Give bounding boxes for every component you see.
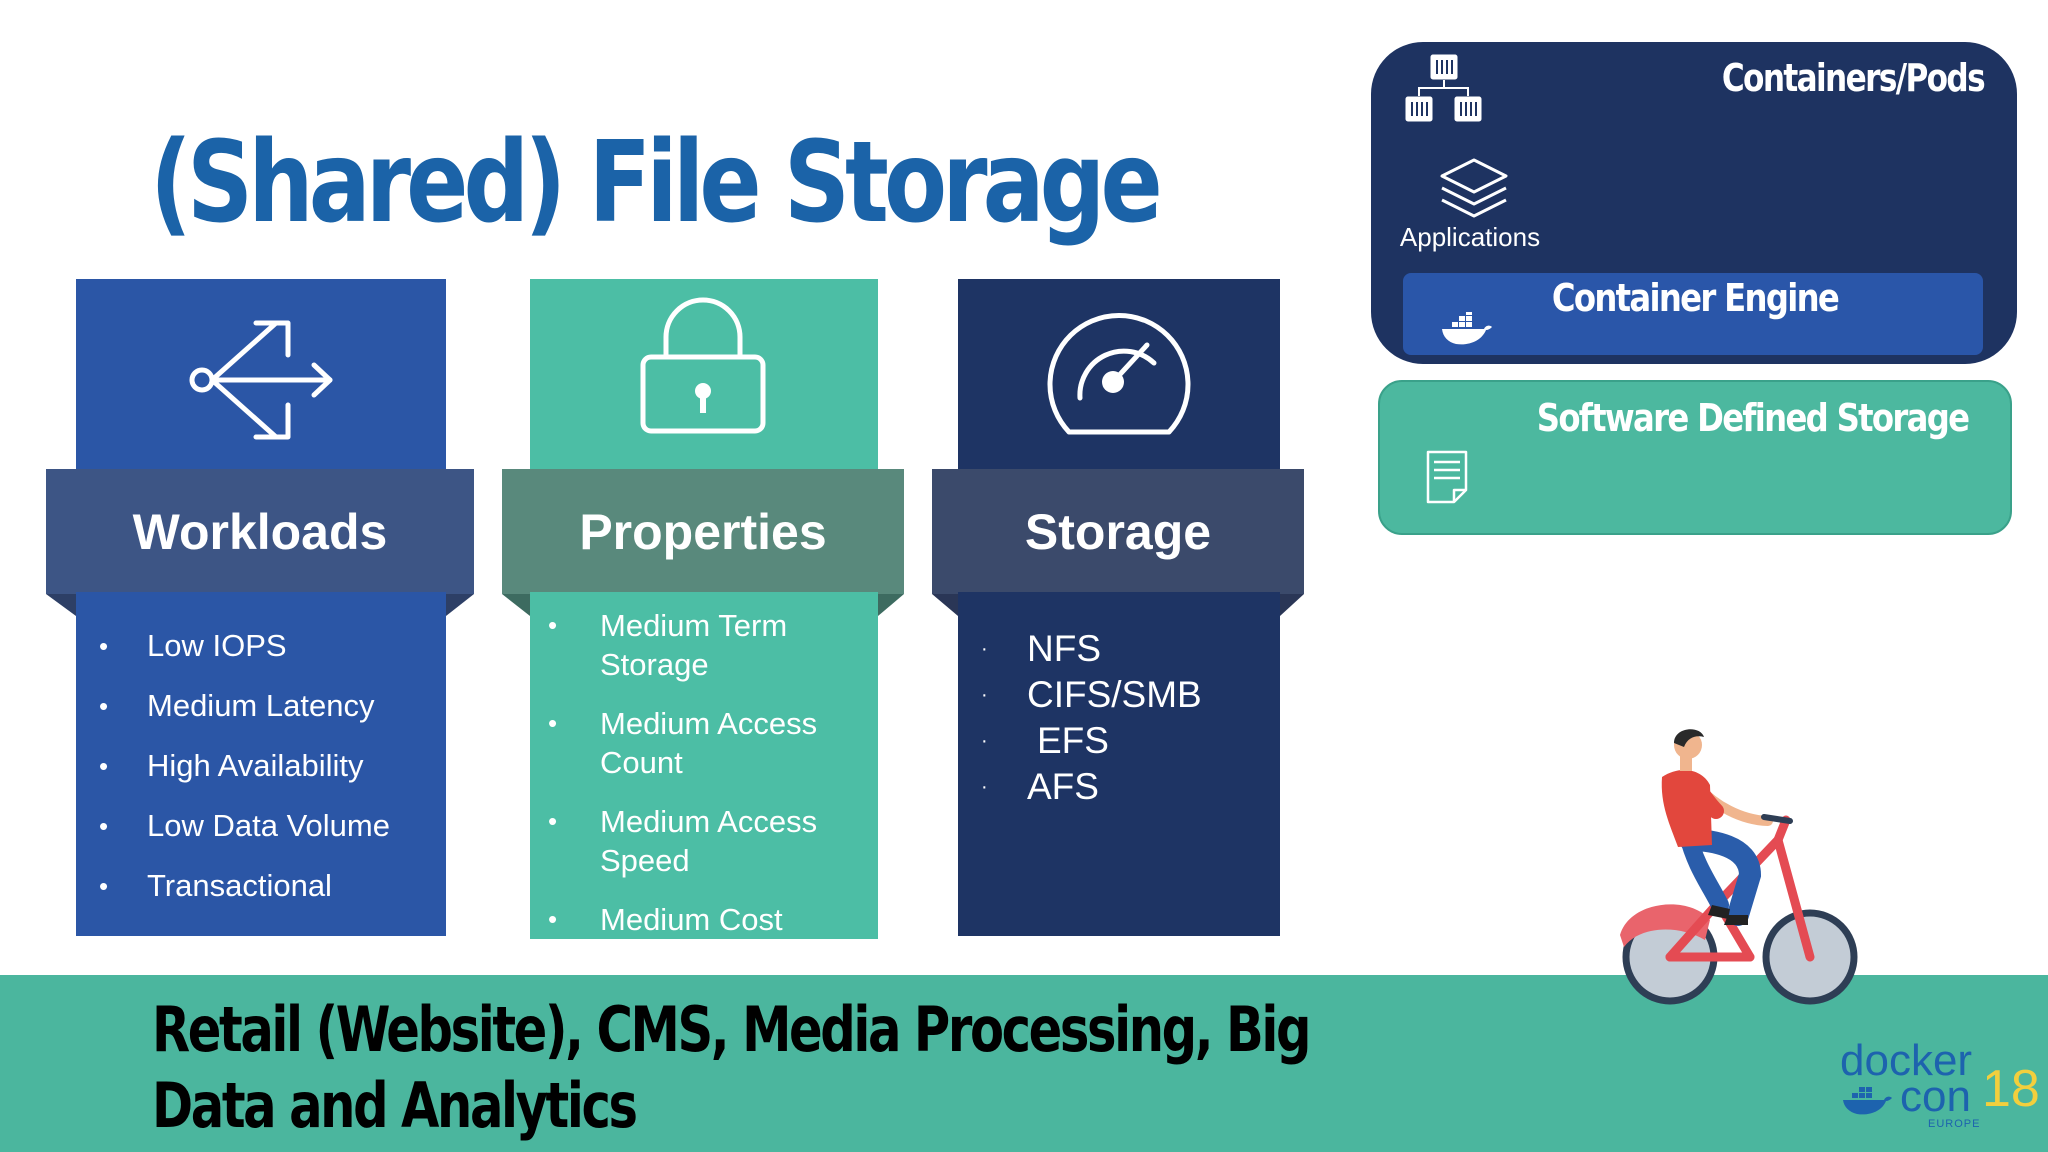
properties-fold-left [502, 594, 530, 616]
cyclist-illustration [1620, 729, 1858, 1005]
storage-list: ·NFS ·CIFS/SMB ·EFS ·AFS [981, 626, 1202, 810]
list-item: ·NFS [981, 626, 1202, 672]
bullet: • [99, 811, 109, 841]
container-engine-label: Container Engine [1551, 276, 1840, 320]
dockercon-logo-region: EUROPE [1928, 1118, 1981, 1130]
list-item: ·EFS [981, 718, 1202, 764]
list-item: •Low Data Volume [99, 806, 390, 866]
bullet: · [981, 638, 988, 660]
software-defined-storage-label: Software Defined Storage [1536, 396, 1970, 440]
list-item: ·CIFS/SMB [981, 672, 1202, 718]
containers-pods-label: Containers/Pods [1721, 56, 1986, 100]
document-icon [1426, 450, 1468, 504]
workloads-banner: Workloads [46, 469, 474, 594]
slide-title: (Shared) File Storage [150, 118, 1163, 248]
applications-label: Applications [1399, 222, 1541, 252]
list-item: •Medium Access Speed [548, 804, 818, 878]
speedometer-icon [1047, 313, 1191, 435]
workloads-icon-panel [76, 279, 446, 469]
dockercon-logo-docker: docker [1840, 1036, 1973, 1085]
workloads-heading: Workloads [132, 503, 388, 560]
properties-list: •Medium Term Storage •Medium Access Coun… [548, 606, 890, 959]
properties-heading: Properties [579, 503, 827, 560]
bullet: • [99, 691, 109, 721]
list-item: •Medium Term Storage [548, 608, 788, 682]
docker-whale-icon [1442, 312, 1492, 345]
bullet: · [981, 776, 988, 798]
list-item: •Low IOPS [99, 626, 390, 686]
list-item: •Medium Cost [548, 902, 783, 937]
bullet: • [548, 806, 558, 836]
properties-list-panel [530, 592, 878, 939]
container-cluster-icon [1404, 53, 1483, 123]
properties-fold-right [878, 594, 904, 616]
list-item: •Transactional [99, 866, 390, 926]
layers-icon [1440, 158, 1508, 218]
use-case-text: Retail (Website), CMS, Media Processing,… [152, 993, 1312, 1142]
bullet: • [99, 751, 109, 781]
storage-banner: Storage [932, 469, 1304, 594]
storage-heading: Storage [1024, 503, 1212, 560]
bullet: • [548, 708, 558, 738]
workloads-list: •Low IOPS •Medium Latency •High Availabi… [99, 626, 390, 926]
dockercon-logo-con: con [1900, 1072, 1971, 1121]
padlock-icon [640, 297, 766, 434]
storage-fold-left [932, 594, 958, 616]
software-defined-storage-box [1378, 380, 2012, 535]
properties-icon-panel [530, 279, 878, 469]
workloads-list-panel [76, 592, 446, 936]
properties-banner: Properties [502, 469, 904, 594]
storage-fold-right [1280, 594, 1304, 616]
workloads-fold-left [46, 594, 76, 616]
list-item: •High Availability [99, 746, 390, 806]
container-engine-box [1403, 273, 1983, 355]
bullet: • [99, 631, 109, 661]
dockercon-logo-year: 18 [1982, 1060, 2040, 1118]
bullet: • [548, 610, 558, 640]
storage-list-panel [958, 592, 1280, 936]
list-item: •Medium Latency [99, 686, 390, 746]
dockercon-whale-icon [1843, 1087, 1892, 1115]
list-item: ·AFS [981, 764, 1202, 810]
list-item: •Medium Access Count [548, 706, 818, 780]
split-arrow-icon [189, 320, 333, 440]
storage-icon-panel [958, 279, 1280, 469]
workloads-fold-right [446, 594, 474, 616]
use-case-band [0, 975, 2048, 1152]
bullet: • [548, 904, 558, 934]
bullet: • [99, 871, 109, 901]
bullet: · [981, 730, 988, 752]
bullet: · [981, 684, 988, 706]
